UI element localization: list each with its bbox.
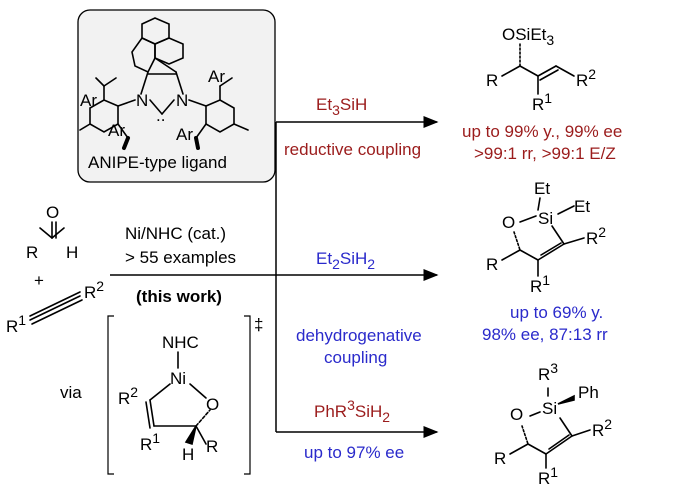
ts-r: R [206, 437, 218, 456]
ligand-caption: ANIPE-type ligand [88, 153, 227, 172]
product-1: OSiEt3 R R2 R1 up to 99% y., 99% ee >99:… [462, 25, 622, 163]
aldehyde-r: R [26, 243, 38, 262]
product-2-r1: R1 [530, 272, 550, 296]
coupling-label: coupling [324, 348, 387, 367]
product-3: R3 Ph Si O R R2 R1 [494, 360, 612, 488]
ee-97-label: up to 97% ee [304, 443, 404, 462]
ligand-carbene-dots: .. [156, 106, 165, 125]
ligand-n-left: N [136, 91, 148, 110]
alkyne-r2: R2 [84, 278, 104, 302]
alkyne-structure [29, 291, 83, 325]
reactants: O R H + R1 R2 [6, 203, 104, 336]
dagger: ‡ [254, 315, 263, 334]
ni-label: Ni [170, 369, 186, 388]
bracket-left [107, 315, 114, 475]
product-1-r: R [486, 71, 498, 90]
examples-label: > 55 examples [125, 248, 236, 267]
product-1-r1: R1 [532, 90, 552, 114]
product-1-r2: R2 [576, 66, 596, 90]
product-3-ph: Ph [578, 383, 599, 402]
ligand-ar-right-lower: Ar [176, 125, 193, 144]
product-2-r: R [486, 255, 498, 274]
product-1-result-line-2: >99:1 rr, >99:1 E/Z [474, 144, 616, 163]
ts-h: H [182, 445, 194, 464]
ligand-n-right: N [176, 91, 188, 110]
branch-scaffold [275, 116, 439, 438]
aldehyde-h: H [66, 243, 78, 262]
product-2-r2: R2 [586, 224, 606, 248]
ligand-ar-left-lower: Ar [108, 121, 125, 140]
aldehyde-o: O [46, 203, 59, 222]
product-3-r3: R3 [538, 360, 558, 384]
product-2-et-right: Et [574, 197, 590, 216]
reagent-et3sih: Et3SiH [316, 95, 367, 118]
this-work-label: (this work) [136, 287, 222, 306]
via-label: via [60, 383, 82, 402]
ligand-box: N N .. Ar Ar Ar Ar ANIPE-type ligand [77, 9, 276, 183]
product-3-o: O [510, 405, 523, 424]
product-1-osiet3: OSiEt3 [502, 25, 554, 48]
bracket-right [244, 315, 251, 475]
product-3-r2: R2 [592, 416, 612, 440]
product-2-result-line-2: 98% ee, 87:13 rr [482, 325, 608, 344]
ligand-ar-left-upper: Ar [80, 91, 97, 110]
product-2-result-line-1: up to 69% y. [510, 303, 603, 322]
product-1-structure [501, 43, 575, 95]
product-2-structure [501, 197, 585, 277]
dehydrogenative-label: dehydrogenative [296, 326, 422, 345]
product-2-si: Si [538, 209, 553, 228]
reductive-coupling-label: reductive coupling [284, 140, 421, 159]
reagent-phr3sih2: PhR3SiH2 [314, 397, 390, 425]
product-3-si: Si [542, 399, 557, 418]
product-2-et-top: Et [534, 179, 550, 198]
metallacycle-structure [145, 351, 211, 446]
ts-r2: R2 [118, 384, 138, 408]
main-arrow: Ni/NHC (cat.) > 55 examples (this work) [110, 224, 276, 306]
nhc-label: NHC [162, 333, 199, 352]
ligand-ar-top-right: Ar [208, 67, 225, 86]
product-3-r: R [494, 449, 506, 468]
intermediate: via ‡ NHC Ni O R2 R1 H R [60, 315, 263, 475]
plus-sign: + [34, 271, 44, 290]
product-2: Et Et Si O R R2 R1 up to 69% y. 98% ee, … [482, 179, 608, 344]
ts-r1: R1 [140, 430, 160, 454]
product-2-o: O [502, 213, 515, 232]
product-3-r1: R1 [538, 464, 558, 488]
reagent-et2sih2: Et2SiH2 [316, 249, 375, 272]
product-3-structure [509, 387, 591, 469]
product-1-result-line-1: up to 99% y., 99% ee [462, 122, 622, 141]
aldehyde-structure [39, 221, 65, 239]
ligand-structure [79, 17, 249, 150]
o-label: O [206, 395, 219, 414]
catalyst-label: Ni/NHC (cat.) [125, 224, 226, 243]
alkyne-r1: R1 [6, 312, 26, 336]
